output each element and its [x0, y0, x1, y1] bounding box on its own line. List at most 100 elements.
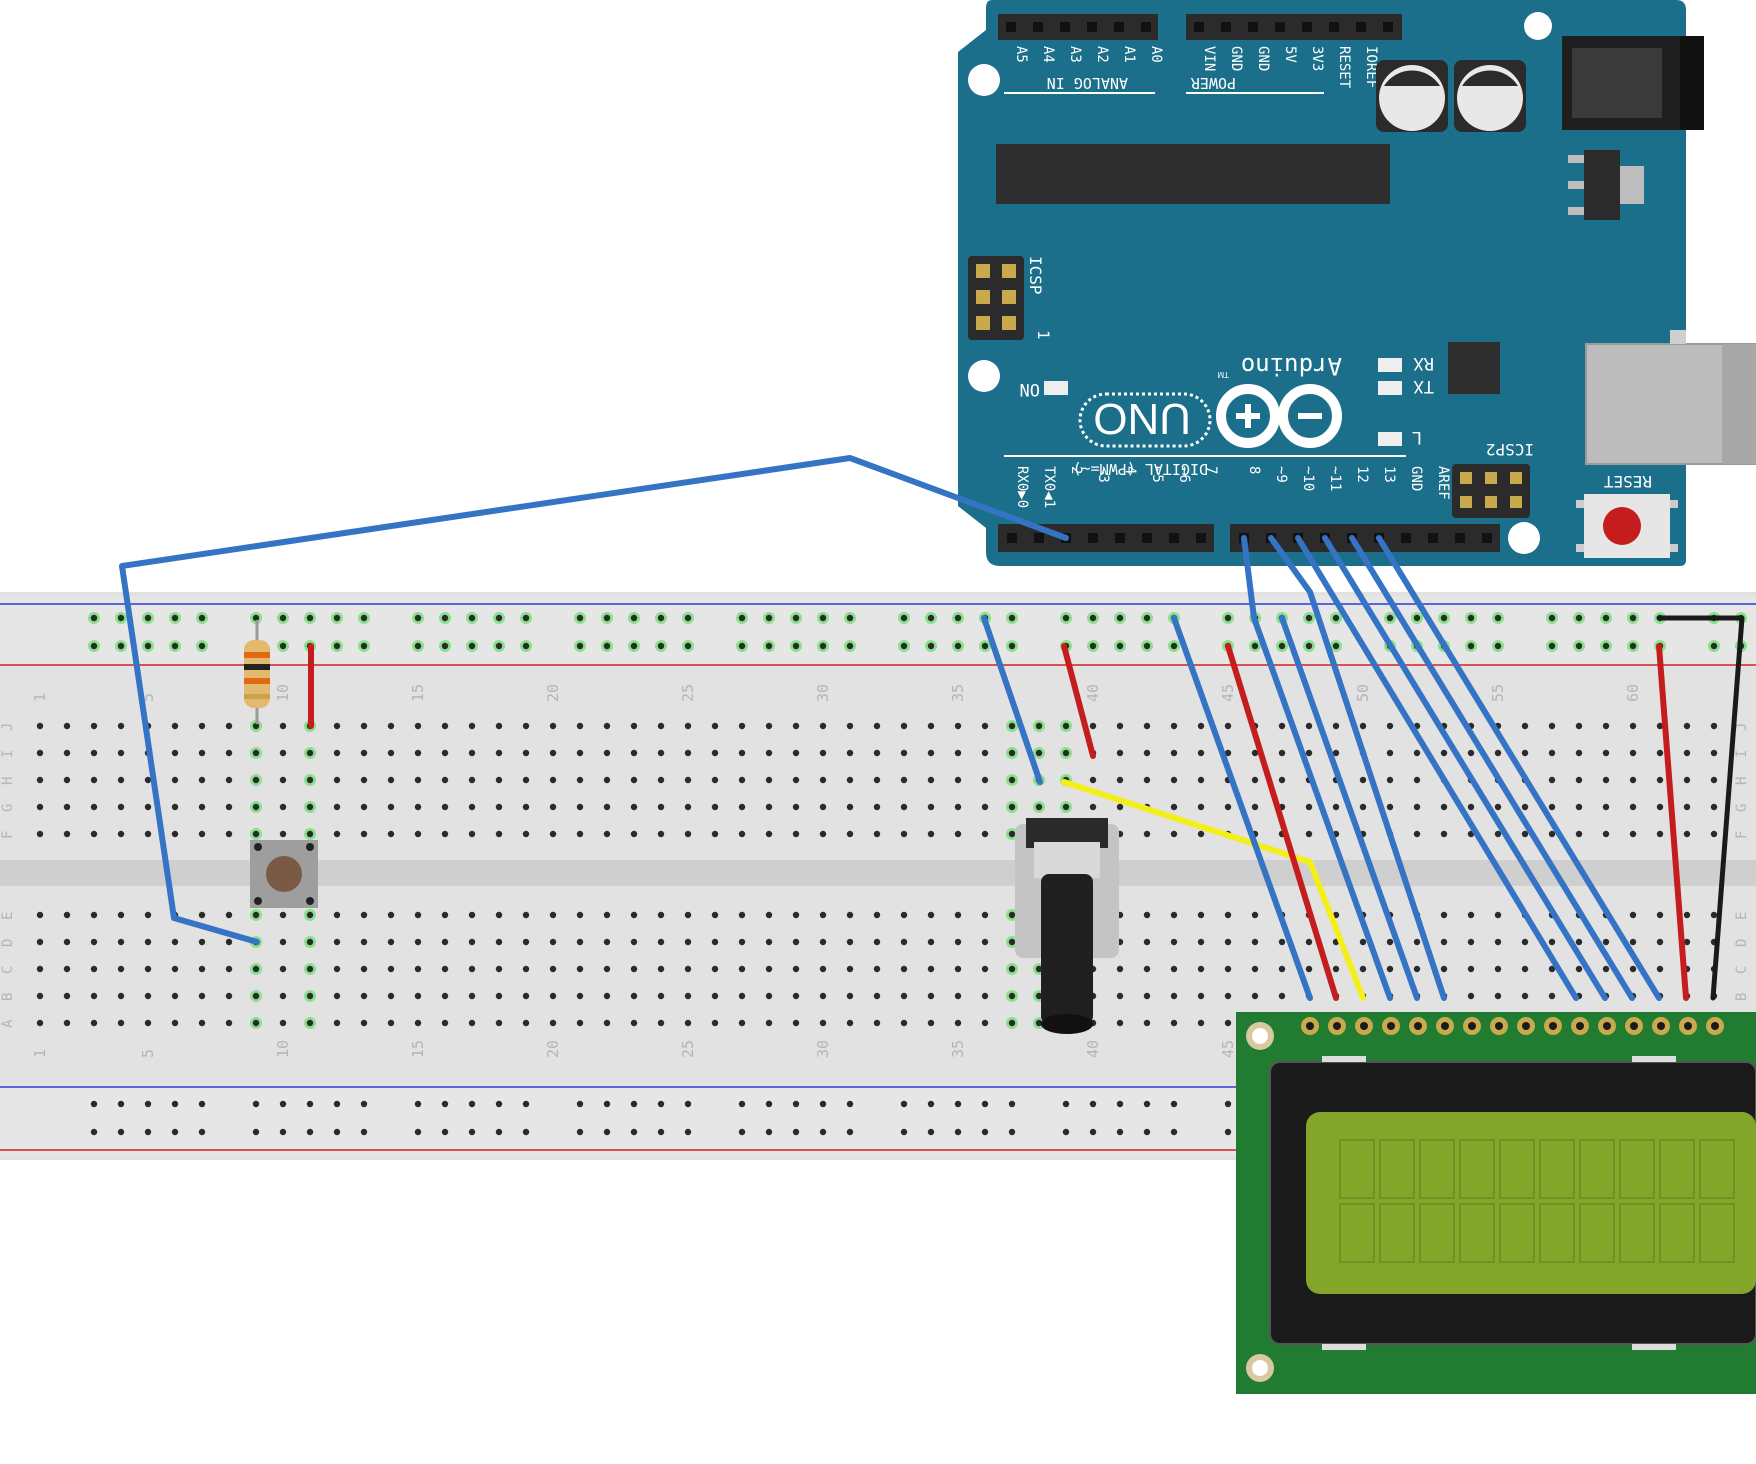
rail-hole [1143, 1128, 1151, 1136]
breadboard-hole [630, 749, 638, 757]
rail-hole [414, 642, 422, 650]
breadboard-hole [387, 992, 395, 1000]
breadboard-hole [900, 749, 908, 757]
header-pin [1401, 533, 1411, 543]
rail-hole [1170, 1100, 1178, 1108]
breadboard-hole [1332, 722, 1340, 730]
breadboard-hole [171, 938, 179, 946]
rail-hole [171, 1100, 179, 1108]
breadboard-hole [306, 911, 314, 919]
breadboard-hole [846, 938, 854, 946]
breadboard-hole [846, 803, 854, 811]
breadboard-hole [765, 776, 773, 784]
breadboard-hole [927, 722, 935, 730]
breadboard-hole [1278, 722, 1286, 730]
pin-label: A1 [1121, 46, 1137, 63]
breadboard-hole [954, 776, 962, 784]
rail-hole [279, 642, 287, 650]
breadboard-hole [1440, 830, 1448, 838]
breadboard-hole [819, 776, 827, 784]
breadboard-hole [549, 911, 557, 919]
breadboard-hole [36, 911, 44, 919]
rail-hole [90, 1128, 98, 1136]
push-button[interactable] [250, 840, 318, 908]
potentiometer[interactable] [1015, 818, 1119, 1034]
breadboard-hole [1305, 830, 1313, 838]
breadboard-hole [738, 749, 746, 757]
breadboard-column-number: 35 [949, 684, 967, 702]
power-label: POWER [1190, 74, 1236, 92]
rail-hole [117, 642, 125, 650]
rail-hole [1305, 642, 1313, 650]
breadboard-hole [1629, 830, 1637, 838]
breadboard-hole [387, 911, 395, 919]
rail-hole [1116, 1100, 1124, 1108]
breadboard-hole [171, 992, 179, 1000]
rail-hole [792, 642, 800, 650]
breadboard-hole [549, 830, 557, 838]
breadboard-hole [144, 1019, 152, 1027]
rail-hole [1575, 614, 1583, 622]
icsp2-pin [1510, 472, 1522, 484]
breadboard-hole [1629, 965, 1637, 973]
breadboard-hole [441, 749, 449, 757]
rail-hole [603, 1100, 611, 1108]
breadboard-hole [1494, 911, 1502, 919]
rail-hole [1008, 1100, 1016, 1108]
breadboard-hole [522, 830, 530, 838]
breadboard-hole [1251, 803, 1259, 811]
breadboard-hole [1710, 803, 1718, 811]
rail-hole [252, 1128, 260, 1136]
breadboard-hole [1008, 938, 1016, 946]
pin-label: A0 [1148, 46, 1164, 63]
breadboard-hole [1440, 938, 1448, 946]
breadboard-hole [1062, 749, 1070, 757]
breadboard-hole [1656, 911, 1664, 919]
header-pin [1329, 22, 1339, 32]
breadboard-hole [576, 722, 584, 730]
breadboard-hole [495, 830, 503, 838]
breadboard-hole [441, 1019, 449, 1027]
breadboard-hole [1278, 749, 1286, 757]
breadboard-column-number: 60 [1624, 684, 1642, 702]
reset-button[interactable] [1576, 494, 1678, 558]
breadboard-column-number: 20 [544, 1040, 562, 1058]
breadboard-hole [441, 938, 449, 946]
pin-label: 4 [1122, 466, 1138, 474]
breadboard-column-number: 10 [274, 1040, 292, 1058]
breadboard-hole [90, 722, 98, 730]
rail-hole [495, 1100, 503, 1108]
breadboard-hole [117, 1019, 125, 1027]
breadboard-hole [873, 803, 881, 811]
lcd-cell [1619, 1139, 1655, 1199]
breadboard-hole [1008, 992, 1016, 1000]
breadboard-hole [684, 938, 692, 946]
breadboard-hole [468, 911, 476, 919]
breadboard-hole [414, 749, 422, 757]
header-pin [1114, 22, 1124, 32]
rail-hole [441, 1100, 449, 1108]
breadboard-row-letter: B [0, 993, 16, 1001]
rail-hole [522, 614, 530, 622]
rail-hole [1062, 614, 1070, 622]
breadboard-hole [1089, 803, 1097, 811]
breadboard-hole [1413, 830, 1421, 838]
breadboard-hole [63, 992, 71, 1000]
breadboard-hole [468, 992, 476, 1000]
breadboard-hole [198, 722, 206, 730]
breadboard-hole [441, 911, 449, 919]
rail-hole [657, 1100, 665, 1108]
breadboard-hole [1035, 722, 1043, 730]
rail-hole [144, 614, 152, 622]
breadboard-hole [1008, 965, 1016, 973]
breadboard-hole [495, 992, 503, 1000]
rail-hole [900, 614, 908, 622]
breadboard-hole [333, 992, 341, 1000]
breadboard-hole [360, 830, 368, 838]
lcd-cell [1659, 1139, 1695, 1199]
breadboard-hole [900, 830, 908, 838]
rail-hole [117, 1100, 125, 1108]
breadboard-hole [1521, 830, 1529, 838]
rail-hole [1008, 614, 1016, 622]
breadboard-column-number: 1 [31, 693, 49, 702]
